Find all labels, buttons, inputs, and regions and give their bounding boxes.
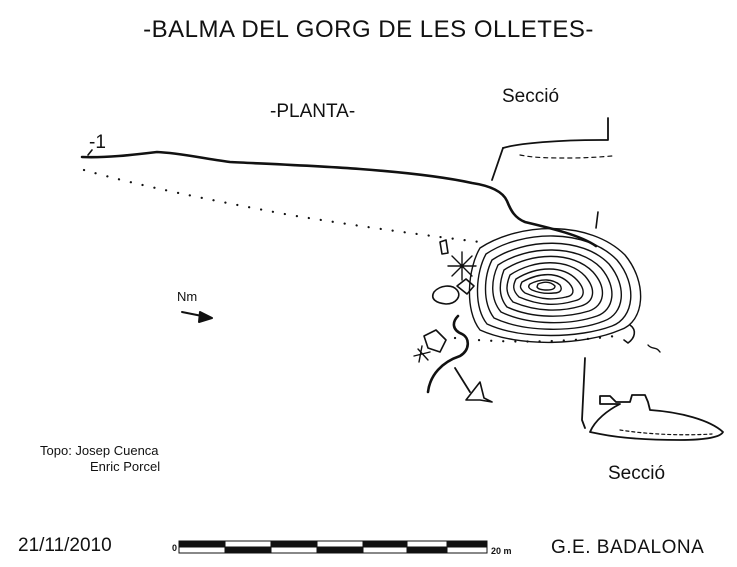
pothole-right-wall <box>595 211 599 229</box>
section-profile-top <box>491 117 613 181</box>
pothole-contours <box>468 227 642 344</box>
block-1 <box>439 239 449 255</box>
rock-lower-left <box>423 329 447 353</box>
club-name: G.E. BADALONA <box>551 537 705 558</box>
tree-symbol <box>447 251 477 281</box>
pothole-lip <box>623 324 636 344</box>
rock-left <box>431 285 460 305</box>
section-profile-bottom <box>581 357 724 441</box>
block-mark <box>413 345 431 363</box>
arrow-bottom <box>454 367 471 393</box>
survey-date: 21/11/2010 <box>18 535 112 556</box>
flow-mark <box>647 344 661 353</box>
map-title: -BALMA DEL GORG DE LES OLLETES- <box>143 16 594 43</box>
credits-line-1: Topo: Josep Cuenca <box>40 443 159 458</box>
scale-start-label: 0 <box>172 543 178 553</box>
plan-label: -PLANTA- <box>270 101 356 122</box>
credits-line-2: Enric Porcel <box>90 459 161 474</box>
cave-wall-line <box>80 150 598 248</box>
rock-small <box>456 278 475 295</box>
north-arrow-icon <box>181 311 213 323</box>
scale-bar <box>178 540 488 554</box>
lower-wall <box>426 314 470 394</box>
section-label-bottom: Secció <box>608 463 666 484</box>
scale-end-label: 20 m <box>491 546 512 556</box>
section-label-top: Secció <box>502 86 560 107</box>
arrow-head-shape <box>465 381 493 403</box>
station-mark <box>87 149 93 156</box>
floor-outline-dotted <box>82 168 482 244</box>
station-label: -1 <box>89 132 106 153</box>
north-label: Nm <box>177 289 198 304</box>
